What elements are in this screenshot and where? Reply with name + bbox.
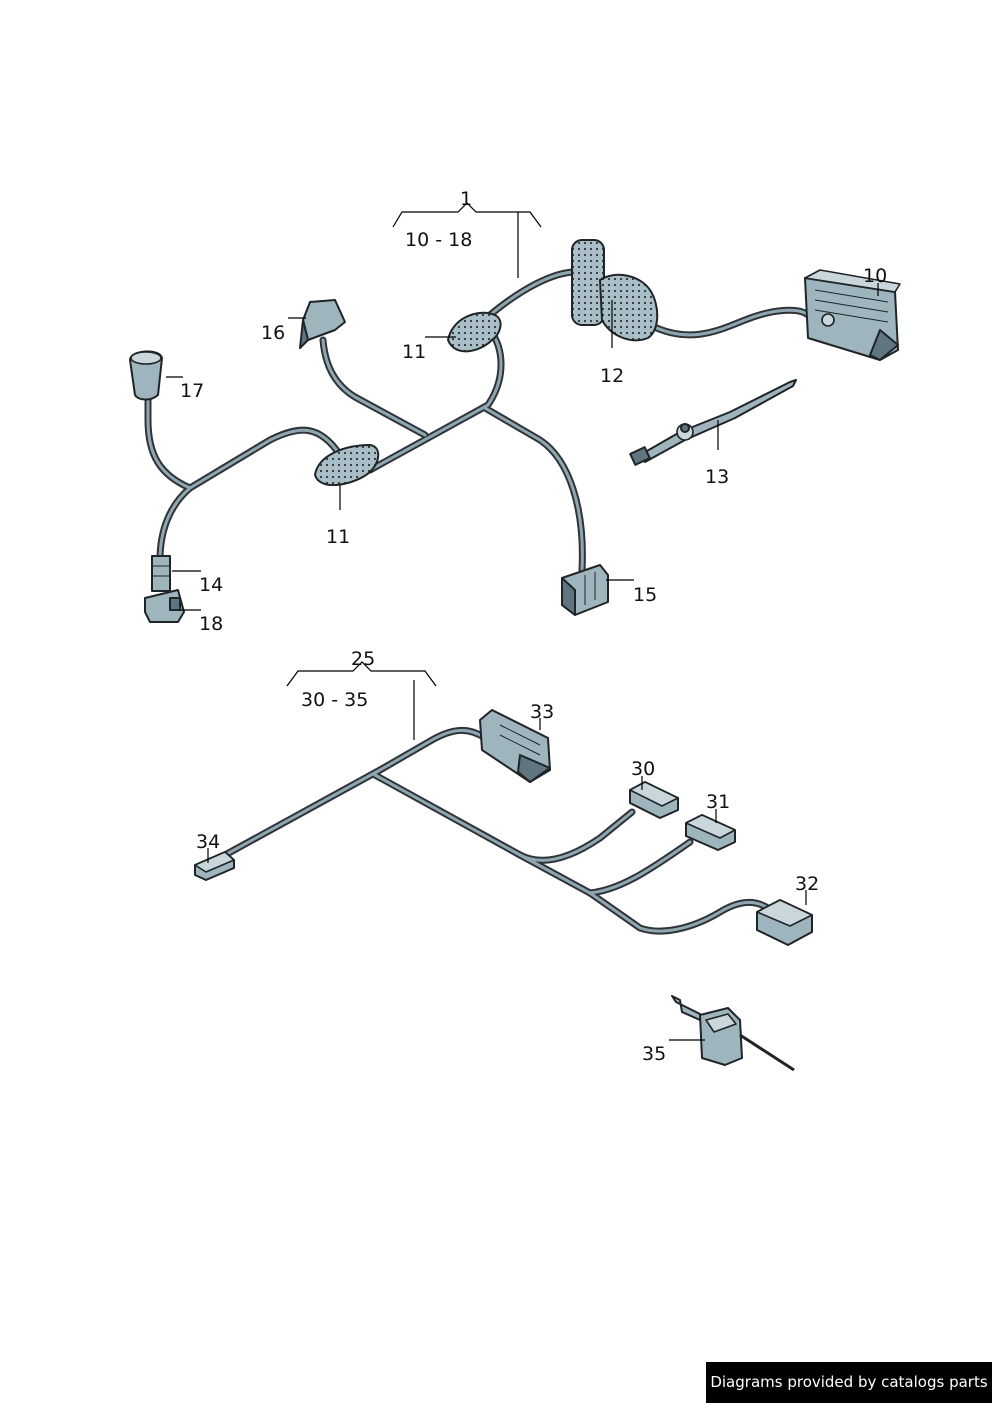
- part-labels: 1 10 - 18 10 11 12 13 14 15 16 17 18 11 …: [180, 188, 887, 1065]
- label-1: 1: [460, 188, 472, 210]
- connector-34: [194, 851, 235, 881]
- label-11-lower: 11: [326, 526, 350, 548]
- label-16: 16: [261, 322, 285, 344]
- wire-loop-upper: [366, 326, 505, 474]
- connector-33: [479, 709, 551, 783]
- wiring-harness-1: [129, 239, 901, 623]
- label-10: 10: [863, 265, 887, 287]
- leader-lines: [166, 202, 879, 1041]
- connector-10: [804, 269, 901, 361]
- label-1-range: 10 - 18: [405, 229, 472, 251]
- connector-32: [756, 899, 813, 946]
- connector-17: [129, 350, 163, 401]
- wiring-harness-25: [194, 709, 813, 1072]
- label-15: 15: [633, 584, 657, 606]
- label-35: 35: [642, 1043, 666, 1065]
- label-33: 33: [530, 701, 554, 723]
- label-17: 17: [180, 380, 204, 402]
- connector-31: [685, 814, 736, 851]
- wire-branch-15: [481, 404, 586, 574]
- label-12: 12: [600, 365, 624, 387]
- connector-18: [144, 589, 185, 623]
- grommet-11-lower: [313, 443, 380, 487]
- connector-15: [561, 564, 609, 616]
- wire-trunk-to-10: [486, 268, 584, 319]
- connector-30: [629, 781, 679, 819]
- footer-attribution: Diagrams provided by catalogs parts: [706, 1362, 992, 1403]
- label-25: 25: [351, 648, 375, 670]
- bellows-grommet-12: [571, 239, 659, 342]
- label-14: 14: [199, 574, 223, 596]
- connector-14: [151, 555, 171, 592]
- cable-clip-35: [671, 995, 795, 1072]
- grommet-11-upper: [446, 311, 502, 353]
- label-34: 34: [196, 831, 220, 853]
- label-11-upper: 11: [402, 341, 426, 363]
- label-32: 32: [795, 873, 819, 895]
- label-31: 31: [706, 791, 730, 813]
- cable-tie-13: [629, 379, 797, 466]
- label-13: 13: [705, 466, 729, 488]
- label-25-range: 30 - 35: [301, 689, 368, 711]
- connector-16: [299, 299, 346, 349]
- label-18: 18: [199, 613, 223, 635]
- label-30: 30: [631, 758, 655, 780]
- wire-trunk-25: [221, 726, 489, 859]
